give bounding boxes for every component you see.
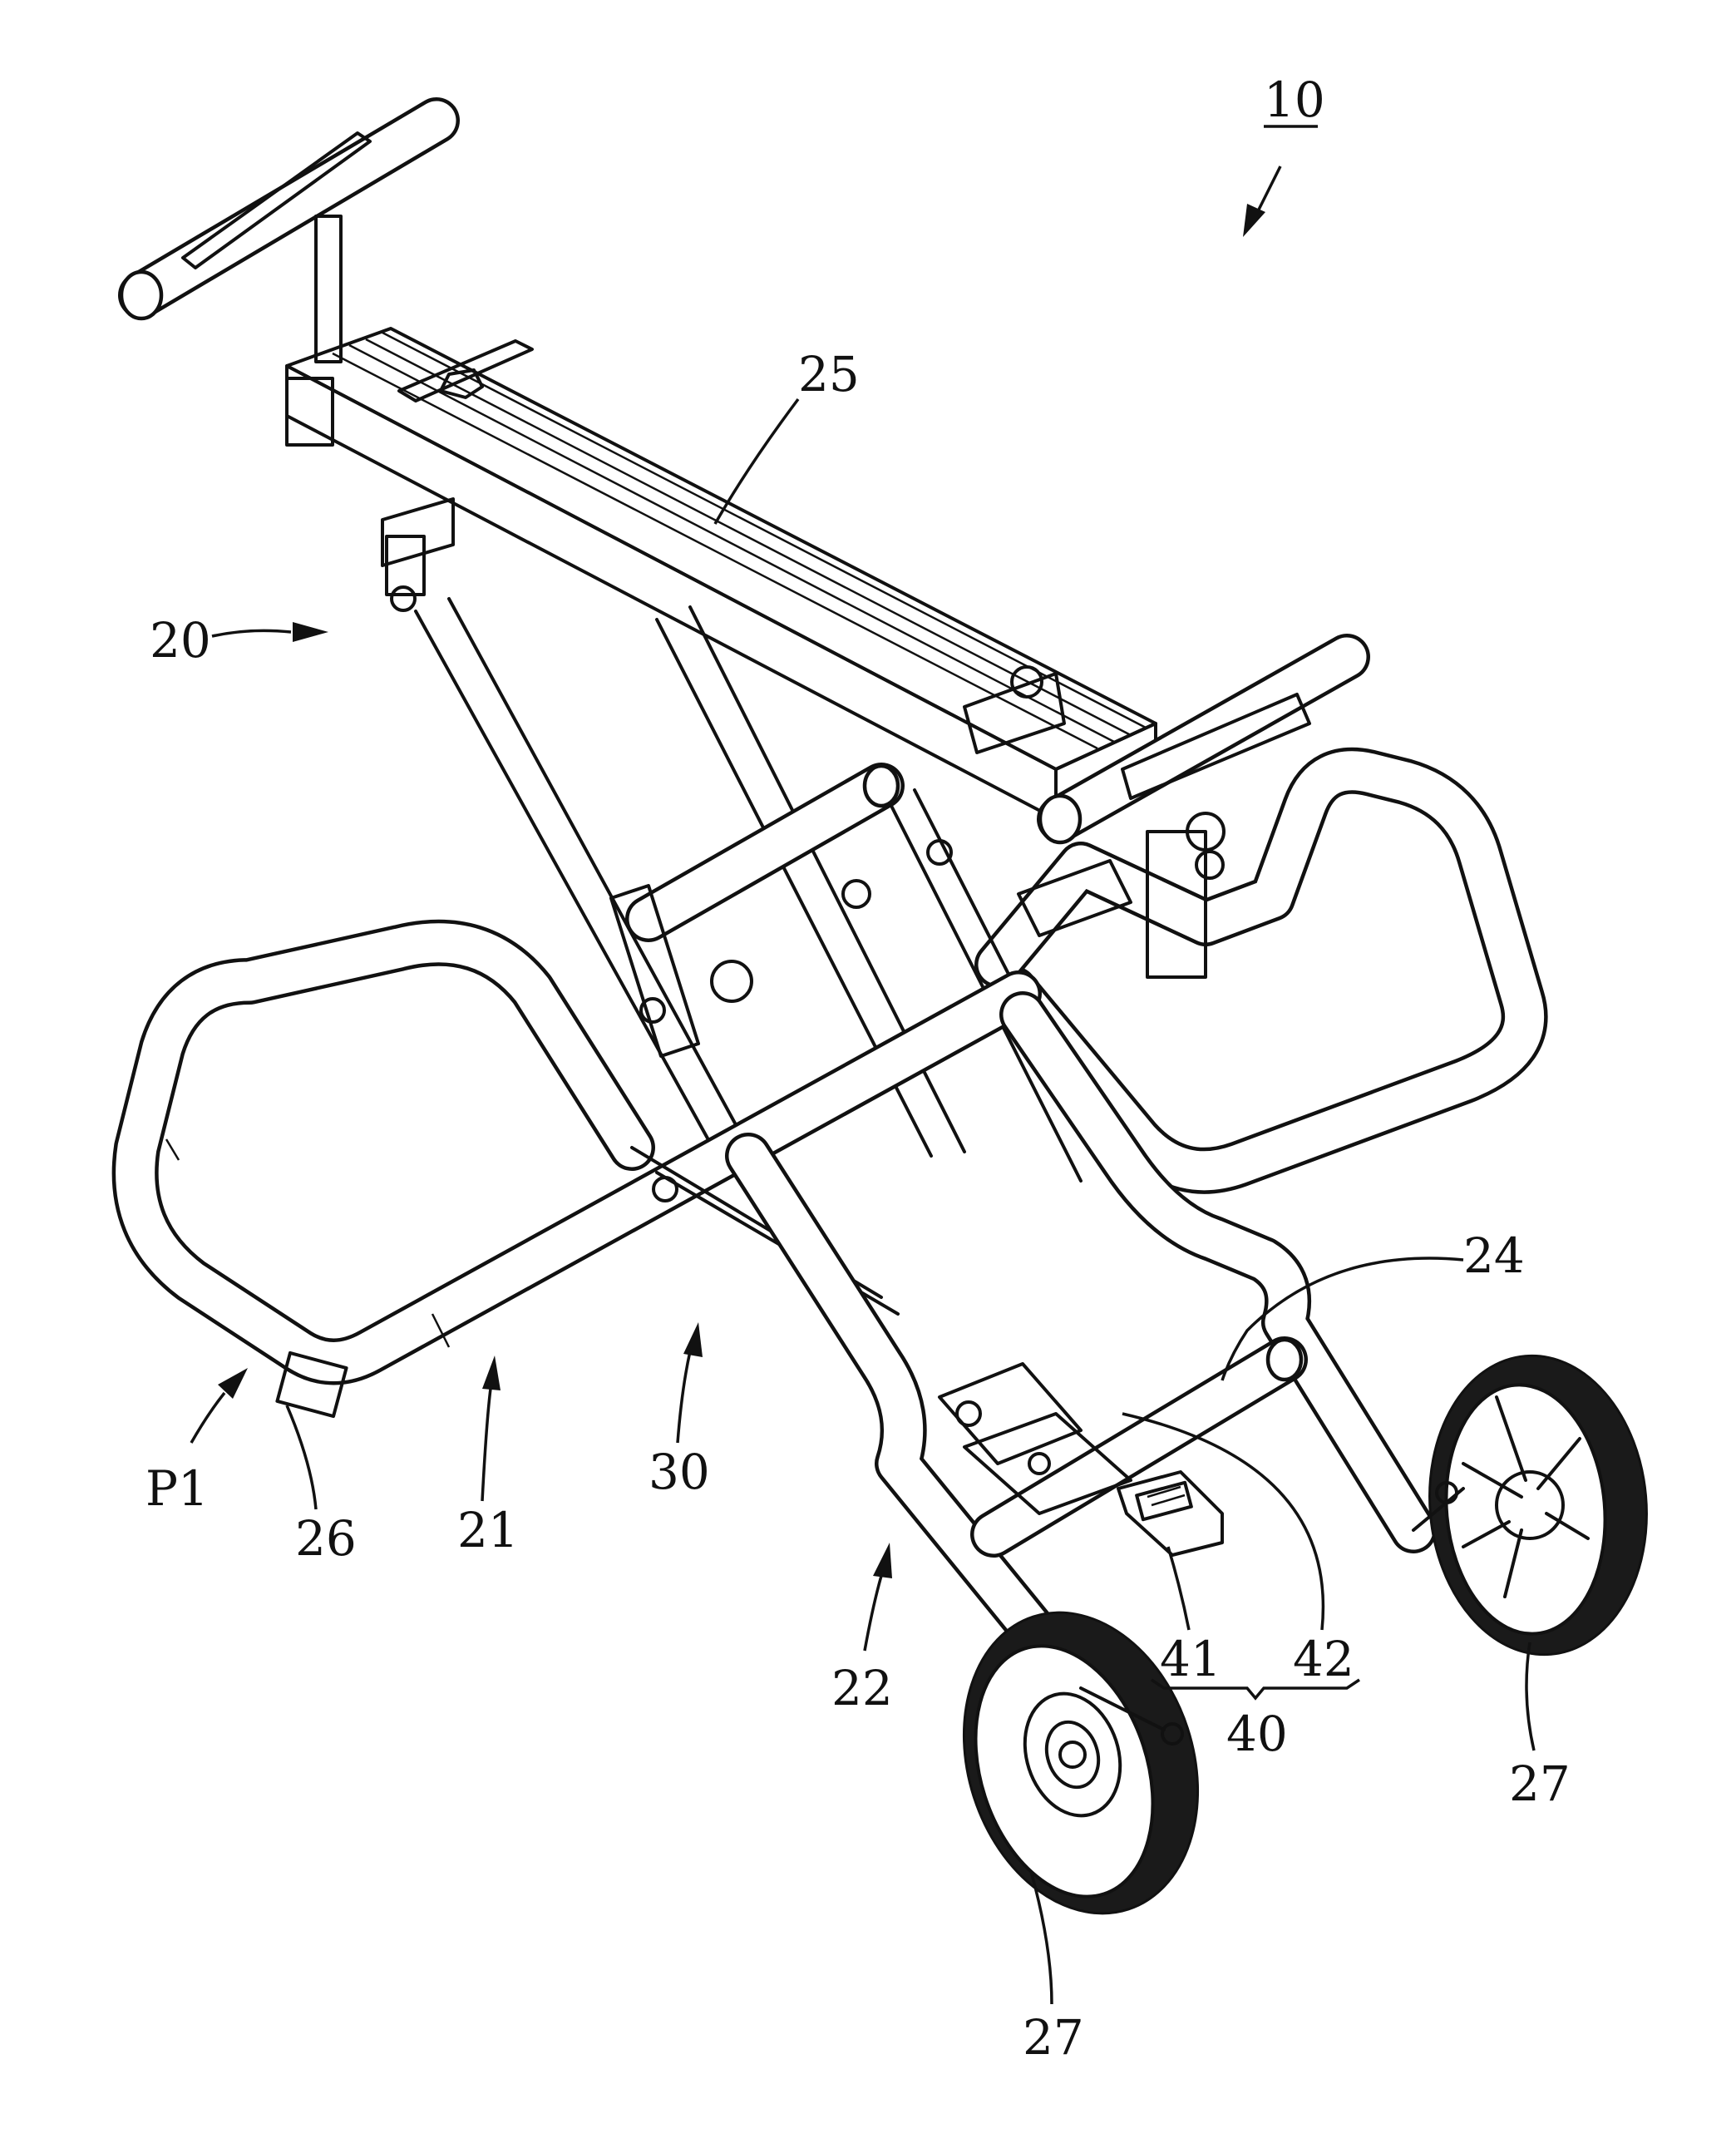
ref-40: 40	[1226, 1706, 1288, 1762]
ref-10-arrow	[1243, 204, 1265, 237]
ref-20: 20	[150, 612, 211, 669]
ref-30-leader	[678, 1351, 690, 1443]
ref-27-right: 27	[1509, 1755, 1571, 1812]
ref-21-leader	[482, 1389, 491, 1501]
ref-10: 10	[1264, 72, 1325, 128]
ref-p1: P1	[145, 1460, 209, 1517]
ref-25: 25	[798, 346, 860, 402]
ref-42: 42	[1293, 1631, 1354, 1687]
ref-21: 21	[457, 1502, 519, 1558]
ref-41: 41	[1160, 1631, 1221, 1687]
ref-30-arrow	[683, 1322, 703, 1357]
ref-10-leader	[1255, 166, 1280, 216]
scissor-legs	[416, 599, 1114, 1181]
ref-27-right-leader	[1526, 1642, 1534, 1750]
ref-20-arrow	[293, 622, 328, 642]
ref-p1-leader	[191, 1393, 224, 1443]
ref-24: 24	[1463, 1227, 1525, 1284]
ref-20-leader	[212, 630, 291, 636]
ref-22-arrow	[873, 1543, 892, 1578]
ref-21-arrow	[482, 1355, 501, 1390]
ref-30: 30	[649, 1444, 710, 1500]
ref-41-leader	[1168, 1547, 1189, 1630]
ref-25-leader	[715, 399, 798, 524]
ref-22: 22	[831, 1660, 893, 1716]
right-wheel	[1413, 1346, 1659, 1663]
ref-22-leader	[865, 1576, 881, 1651]
ref-26: 26	[295, 1510, 357, 1567]
ref-26-leader	[287, 1405, 316, 1509]
ref-27-bottom: 27	[1023, 2009, 1084, 2066]
